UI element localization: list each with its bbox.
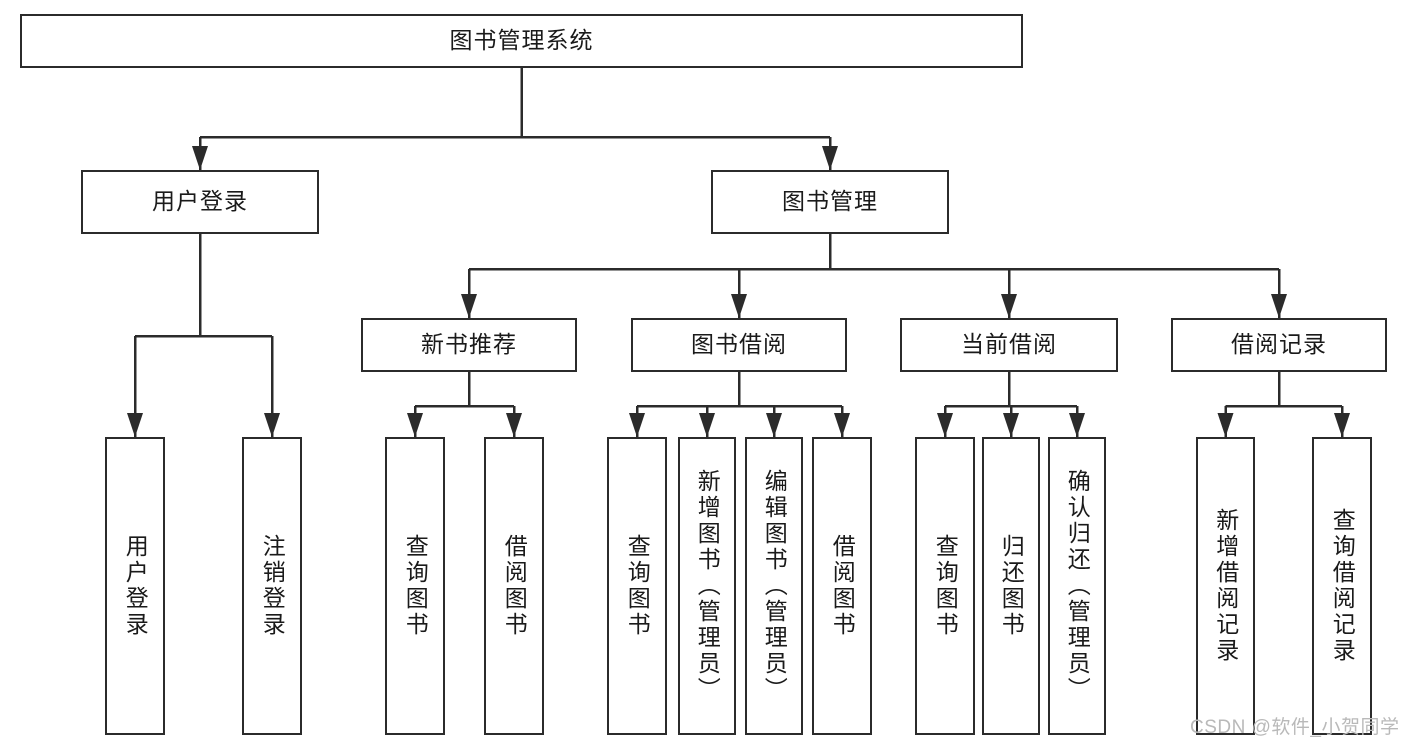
node-book-management[interactable]: 图书管理 bbox=[711, 170, 949, 234]
node-leaf-add-borrow-record[interactable]: 新增借阅记录 bbox=[1196, 437, 1255, 735]
node-leaf-current-query-book[interactable]: 查询图书 bbox=[915, 437, 975, 735]
node-leaf-edit-book-admin[interactable]: 编辑图书（管理员） bbox=[745, 437, 803, 735]
node-leaf-new-query-book[interactable]: 查询图书 bbox=[385, 437, 445, 735]
node-label: 查询图书 bbox=[624, 534, 651, 638]
node-label: 用户登录 bbox=[152, 188, 248, 215]
node-label: 新书推荐 bbox=[421, 331, 517, 358]
node-label: 新增借阅记录 bbox=[1212, 508, 1239, 664]
node-new-book-recommend[interactable]: 新书推荐 bbox=[361, 318, 577, 372]
node-label: 借阅记录 bbox=[1231, 331, 1327, 358]
node-label: 查询图书 bbox=[402, 534, 429, 638]
node-label: 查询借阅记录 bbox=[1329, 508, 1356, 664]
node-label: 注销登录 bbox=[259, 534, 286, 638]
node-label: 确认归还（管理员） bbox=[1064, 469, 1091, 703]
node-label: 图书管理系统 bbox=[449, 27, 594, 54]
node-leaf-new-borrow-book[interactable]: 借阅图书 bbox=[484, 437, 544, 735]
node-label: 借阅图书 bbox=[501, 534, 528, 638]
watermark: CSDN @软件_小贺同学 bbox=[1190, 717, 1400, 738]
node-label: 当前借阅 bbox=[961, 331, 1057, 358]
node-leaf-user-login[interactable]: 用户登录 bbox=[105, 437, 165, 735]
node-leaf-borrow-query-book[interactable]: 查询图书 bbox=[607, 437, 667, 735]
node-leaf-add-book-admin[interactable]: 新增图书（管理员） bbox=[678, 437, 736, 735]
node-leaf-borrow-lend-book[interactable]: 借阅图书 bbox=[812, 437, 872, 735]
node-label: 图书管理 bbox=[782, 188, 878, 215]
node-leaf-user-logout[interactable]: 注销登录 bbox=[242, 437, 302, 735]
node-user-login-group[interactable]: 用户登录 bbox=[81, 170, 319, 234]
node-label: 编辑图书（管理员） bbox=[761, 469, 788, 703]
node-label: 归还图书 bbox=[998, 534, 1025, 638]
node-leaf-query-borrow-record[interactable]: 查询借阅记录 bbox=[1312, 437, 1372, 735]
node-label: 新增图书（管理员） bbox=[694, 469, 721, 703]
node-root[interactable]: 图书管理系统 bbox=[20, 14, 1023, 68]
node-label: 用户登录 bbox=[122, 534, 149, 638]
node-leaf-return-book[interactable]: 归还图书 bbox=[982, 437, 1040, 735]
node-label: 查询图书 bbox=[932, 534, 959, 638]
node-leaf-confirm-return-admin[interactable]: 确认归还（管理员） bbox=[1048, 437, 1106, 735]
node-label: 借阅图书 bbox=[829, 534, 856, 638]
node-label: 图书借阅 bbox=[691, 331, 787, 358]
node-book-borrow[interactable]: 图书借阅 bbox=[631, 318, 847, 372]
node-current-borrow[interactable]: 当前借阅 bbox=[900, 318, 1118, 372]
node-borrow-record[interactable]: 借阅记录 bbox=[1171, 318, 1387, 372]
